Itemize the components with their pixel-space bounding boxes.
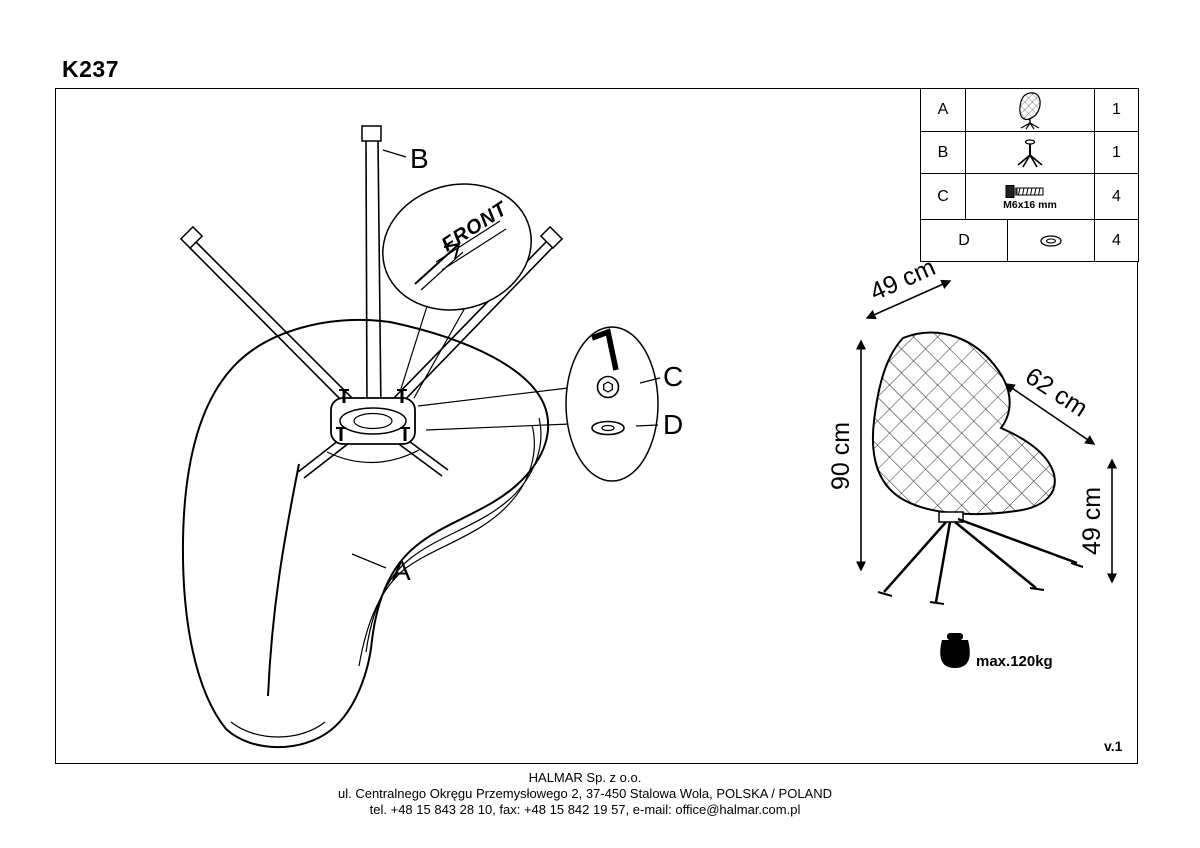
part-id: C (921, 174, 966, 219)
parts-row-c: C M6x16 mm 4 (921, 173, 1138, 219)
parts-table: A 1 B (920, 88, 1139, 262)
part-id: D (921, 220, 1008, 261)
leg-end-cap-left (179, 225, 204, 250)
seat-shell-outline (181, 319, 550, 749)
front-callout: FRONT (382, 183, 532, 399)
dim-height-label: 90 cm (827, 422, 855, 490)
part-id: A (921, 89, 966, 131)
pole-top-cap (361, 125, 382, 142)
footer-address: ul. Centralnego Okręgu Przemysłowego 2, … (337, 786, 832, 801)
label-b: B (410, 143, 429, 174)
dim-width-arrow (865, 279, 952, 320)
part-id: B (921, 132, 966, 173)
bolt-icon: M6x16 mm (966, 174, 1094, 219)
washer-icon-detail (591, 420, 625, 436)
parts-row-d: D 4 (921, 219, 1138, 261)
exploded-view: B A FRONT (179, 125, 683, 749)
max-load: max.120kg (940, 633, 1053, 670)
product-title: K237 (62, 56, 119, 82)
dim-depth-arrow (1004, 383, 1096, 445)
front-arrow-head (443, 243, 460, 260)
footer-company: HALMAR Sp. z o.o. (528, 770, 642, 785)
hardware-callout-ellipse (565, 326, 659, 482)
plate-boss-inner (353, 412, 393, 430)
bolt-hex-socket (603, 381, 613, 393)
footer-contact: tel. +48 15 843 28 10, fax: +48 15 842 1… (369, 802, 801, 817)
dim-seat-height-label: 49 cm (1078, 487, 1106, 555)
seat-shell-bottom-contour (230, 721, 326, 738)
seat-shell-contour-2 (358, 424, 535, 667)
washer-icon (1008, 220, 1094, 261)
bolt-size-label: M6x16 mm (1003, 198, 1057, 211)
part-qty: 4 (1094, 174, 1138, 219)
label-d: D (663, 409, 683, 440)
chair-legs (877, 511, 1084, 605)
allen-key-icon (591, 328, 619, 371)
weight-icon (947, 633, 963, 640)
front-arrow-shaft (414, 243, 460, 285)
seat-shell-icon (966, 89, 1094, 131)
part-qty: 1 (1094, 132, 1138, 173)
label-a-leader (351, 553, 387, 569)
label-b-leader (382, 149, 407, 158)
seat-shell-crease (267, 463, 300, 697)
hardware-callout: C D (417, 326, 683, 482)
label-c-leader (639, 377, 661, 384)
parts-row-a: A 1 (921, 89, 1138, 131)
seat-shell-drawing (181, 319, 550, 749)
chair-dimension-view: 90 cm 49 cm 62 cm 49 cm max.120kg (827, 253, 1117, 670)
max-load-label: max.120kg (976, 653, 1053, 670)
diagram-frame (55, 88, 1138, 764)
label-a: A (392, 555, 411, 586)
bolt-head-icon (596, 375, 620, 399)
swivel-base-icon (966, 132, 1094, 173)
dim-depth-label: 62 cm (1020, 362, 1092, 423)
label-c: C (663, 361, 683, 392)
part-qty: 1 (1094, 89, 1138, 131)
plate-boss-outer (339, 407, 407, 435)
part-qty: 4 (1094, 220, 1138, 261)
chair-shell (871, 331, 1056, 516)
version-label: v.1 (1104, 738, 1123, 754)
plate-bolts (336, 389, 410, 441)
leg-end-cap-right (539, 225, 564, 250)
seat-mount-recess-arc (326, 449, 420, 464)
label-d-leader (635, 424, 659, 427)
parts-row-b: B 1 (921, 131, 1138, 173)
footer: HALMAR Sp. z o.o. ul. Centralnego Okręgu… (0, 770, 1170, 818)
